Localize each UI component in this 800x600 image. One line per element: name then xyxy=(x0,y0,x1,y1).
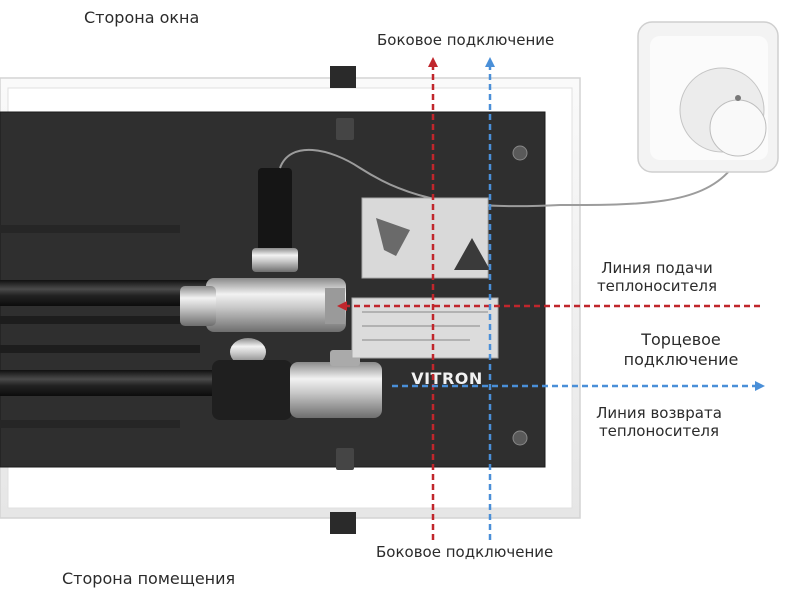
end-connection-label-1: Торцевое xyxy=(641,330,721,349)
return-line-label-2: теплоносителя xyxy=(598,422,720,440)
window-side-label: Сторона окна xyxy=(84,8,200,27)
end-connection-label-2: подключение xyxy=(623,350,739,369)
thermostatic-valve xyxy=(180,168,346,332)
instruction-plate xyxy=(361,197,490,279)
supply-line-label: Линия подачи теплоносителя xyxy=(592,259,722,295)
supply-line-label-2: теплоносителя xyxy=(596,277,718,295)
supply-line-label-1: Линия подачи xyxy=(601,259,713,277)
return-line-label: Линия возврата теплоносителя xyxy=(586,404,732,440)
end-connection-label: Торцевое подключение xyxy=(606,330,756,370)
return-valve xyxy=(212,338,382,420)
room-thermostat xyxy=(637,21,779,173)
vitron-logo: VITRON xyxy=(411,369,483,388)
heat-exchanger-pipes xyxy=(0,225,240,428)
brand-name: VITRON xyxy=(411,369,483,388)
side-connection-top-label: Боковое подключение xyxy=(377,31,555,49)
return-flow-lines xyxy=(392,57,765,540)
room-side-label: Сторона помещения xyxy=(62,569,236,588)
side-connection-bottom-label: Боковое подключение xyxy=(376,543,554,561)
spec-plate xyxy=(351,297,499,359)
return-line-label-1: Линия возврата xyxy=(596,404,722,422)
